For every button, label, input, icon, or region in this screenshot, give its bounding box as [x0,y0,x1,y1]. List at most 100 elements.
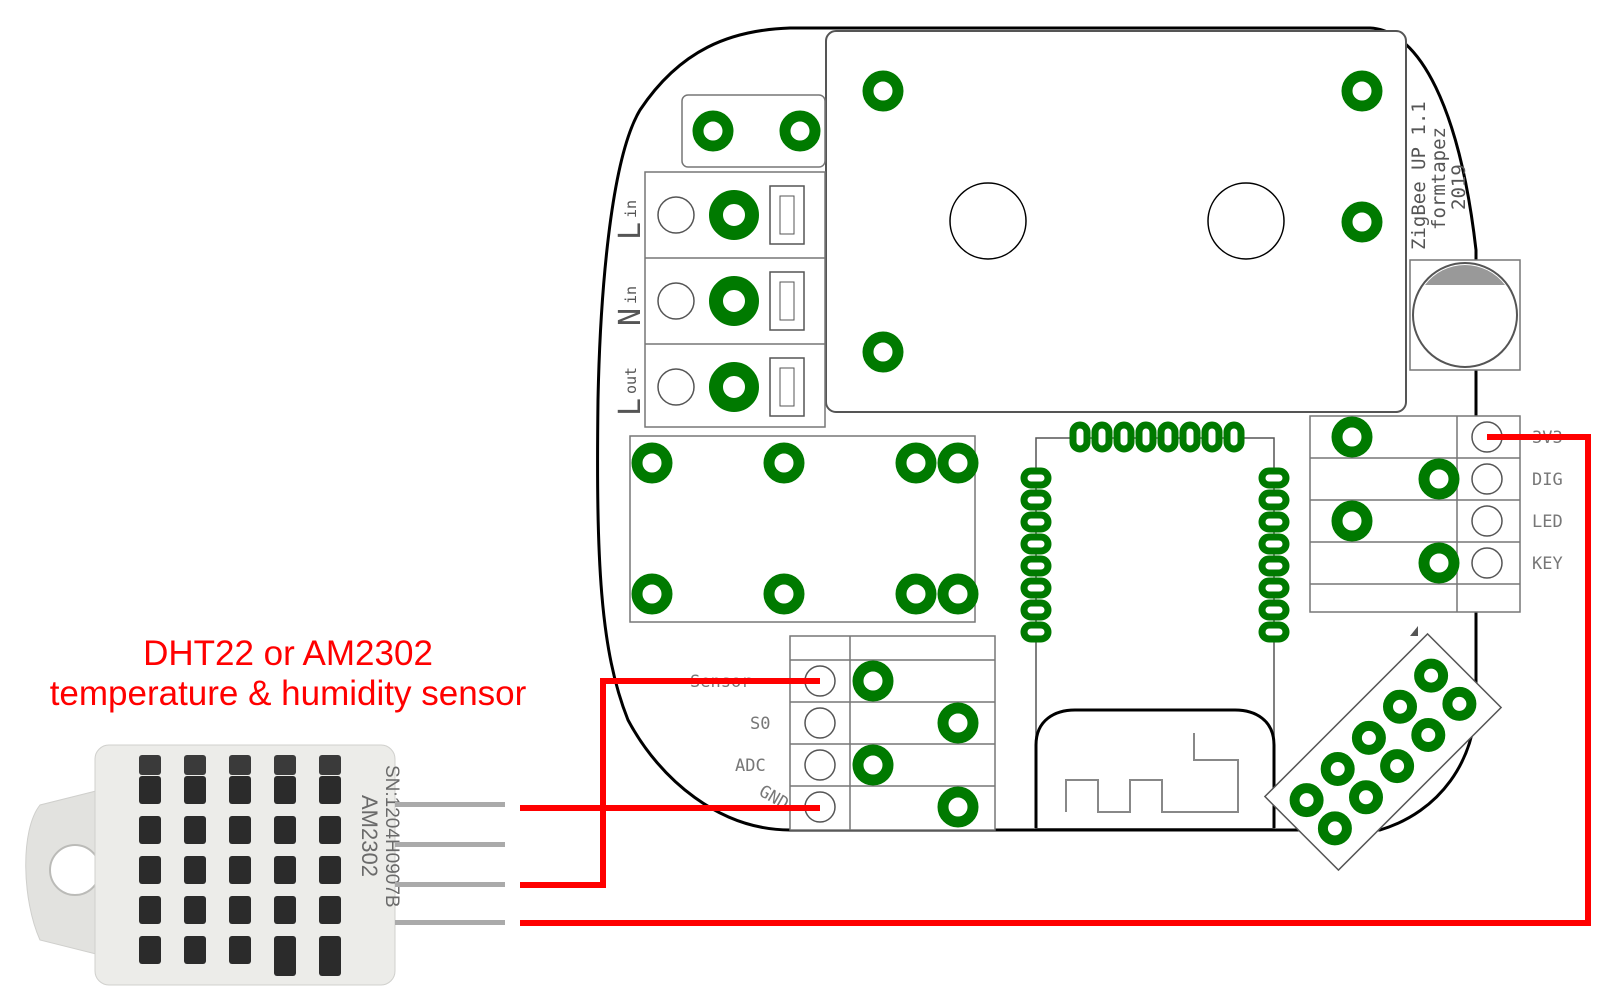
header-pad [1317,811,1352,846]
sensor-mount-hole [49,844,101,896]
terminal-label-sub: out [622,367,640,394]
module-pad [1258,533,1290,555]
relay-block [825,30,1407,413]
header-label-key: KEY [1532,554,1563,574]
module-pad [1258,621,1290,643]
antenna-trace [1065,733,1239,813]
terminal-label-letter: L [613,398,648,416]
module-pad [1020,621,1052,643]
pad [895,442,937,484]
board-name: ZigBee UP 1.1 [1408,101,1430,250]
sensor-chip-model: AM2302 [357,795,382,877]
module-pad [1069,421,1091,453]
sensor-title-line1: DHT22 or AM2302 [143,634,433,673]
vent-slot [274,755,296,775]
sensor-chip-serial: SN:1204H0907B [381,765,402,908]
vent-hole [274,936,296,976]
module-pad [1020,489,1052,511]
vent-hole [139,816,161,844]
vent-hole [184,776,206,804]
pin1-marker [1410,626,1418,636]
module-pad [1020,599,1052,621]
board-year: 2019 [1448,164,1470,210]
pad [763,442,805,484]
header-label-dig: DIG [1532,470,1563,490]
battery-icon [1412,262,1518,368]
sensor-title-line2: temperature & humidity sensor [50,674,527,713]
vent-hole [229,936,251,964]
vent-hole [139,856,161,884]
vent-slot [139,755,161,775]
vent-hole [319,816,341,844]
dht22-sensor: AM2302 SN:1204H0907B [25,744,505,986]
module-pad [1020,511,1052,533]
module-pad [1258,467,1290,489]
vent-hole [139,936,161,964]
vent-slot [319,755,341,775]
vent-hole [184,856,206,884]
pad [852,660,894,702]
module-pad [1020,533,1052,555]
module-pad [1091,421,1113,453]
vent-hole [319,936,341,976]
pad [631,573,673,615]
pad [862,331,904,373]
header-pad [1351,720,1386,755]
terminal-label-letter: N [613,308,648,326]
vent-slot [184,755,206,775]
header-pad [1411,718,1446,752]
sensor-pins [395,802,505,925]
module-pad [1020,555,1052,577]
pad [779,110,821,152]
vent-hole [319,856,341,884]
vent-hole [139,776,161,804]
terminal-label-sub: in [622,286,640,304]
pad [852,744,894,786]
vent-hole [184,936,206,964]
antenna-cutout [1034,708,1276,828]
vent-hole [319,896,341,924]
pad [937,786,979,828]
pad [895,573,937,615]
module-pad [1113,421,1135,453]
header-pad [1414,658,1449,693]
vent-hole [319,776,341,804]
vent-hole [229,776,251,804]
vent-hole [274,896,296,924]
vent-hole [229,856,251,884]
vent-hole [184,896,206,924]
pcb-pads [631,70,1477,846]
pad [692,110,734,152]
vent-hole [184,816,206,844]
wire-signal [520,678,820,888]
relay-hole [1207,182,1285,260]
header-pad [1442,686,1477,721]
vent-hole [229,896,251,924]
module-pad [1179,421,1201,453]
vent-hole [229,816,251,844]
module-pad [1258,577,1290,599]
pad [763,573,805,615]
relay-hole [949,182,1027,260]
module-pad [1020,467,1052,489]
wires [520,434,1591,926]
module-pad [1258,489,1290,511]
vent-hole [274,816,296,844]
pad [709,276,759,326]
header-label-led: LED [1532,512,1563,532]
header-pad [1320,752,1355,786]
module-pad [1258,599,1290,621]
header-pad [1289,783,1324,818]
pad [1331,416,1373,458]
pad [1341,70,1383,112]
module-pad [1020,577,1052,599]
prog-header [1263,632,1503,872]
module-pad [1201,421,1223,453]
vent-hole [274,776,296,804]
pad [709,190,759,240]
header-label-adc: ADC [735,756,766,776]
pad [1418,458,1460,500]
terminal-label-letter: L [613,222,648,240]
pad [937,442,979,484]
